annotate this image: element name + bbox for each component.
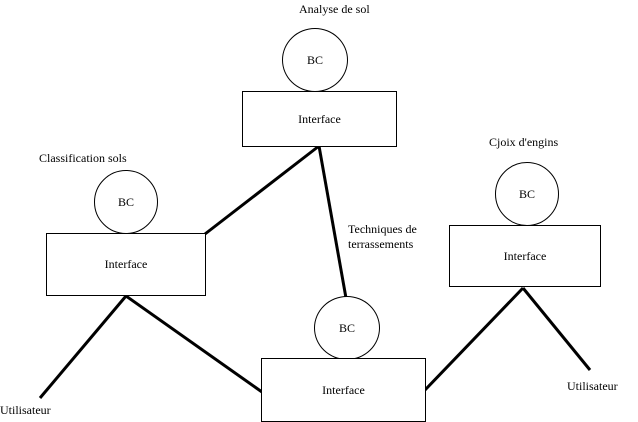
link-terrassements-engins — [423, 286, 525, 392]
terrassements-title-line2: terrassements — [348, 237, 414, 251]
analyse-bc-circle: BC — [282, 28, 348, 92]
analyse-interface-box: Interface — [242, 91, 397, 147]
link-classification-user — [38, 295, 128, 399]
classification-bc-circle: BC — [94, 170, 158, 234]
user-right-label: Utilisateur — [567, 379, 618, 393]
terrassements-title-line1: Techniques de — [348, 222, 417, 236]
classification-title: Classification sols — [39, 151, 127, 165]
user-left-label: Utilisateur — [0, 403, 51, 417]
link-classification-terrassements — [125, 294, 263, 394]
classification-interface-box: Interface — [46, 233, 206, 296]
link-analyse-terrassements — [317, 145, 348, 299]
terrassements-interface-box: Interface — [261, 358, 426, 422]
link-engins-user — [521, 287, 592, 371]
analyse-title: Analyse de sol — [299, 2, 370, 16]
terrassements-bc-circle: BC — [314, 296, 380, 360]
link-analyse-classification — [204, 144, 320, 236]
engins-bc-circle: BC — [495, 162, 559, 226]
engins-title: Cjoix d'engins — [489, 135, 559, 149]
engins-interface-box: Interface — [449, 225, 601, 287]
